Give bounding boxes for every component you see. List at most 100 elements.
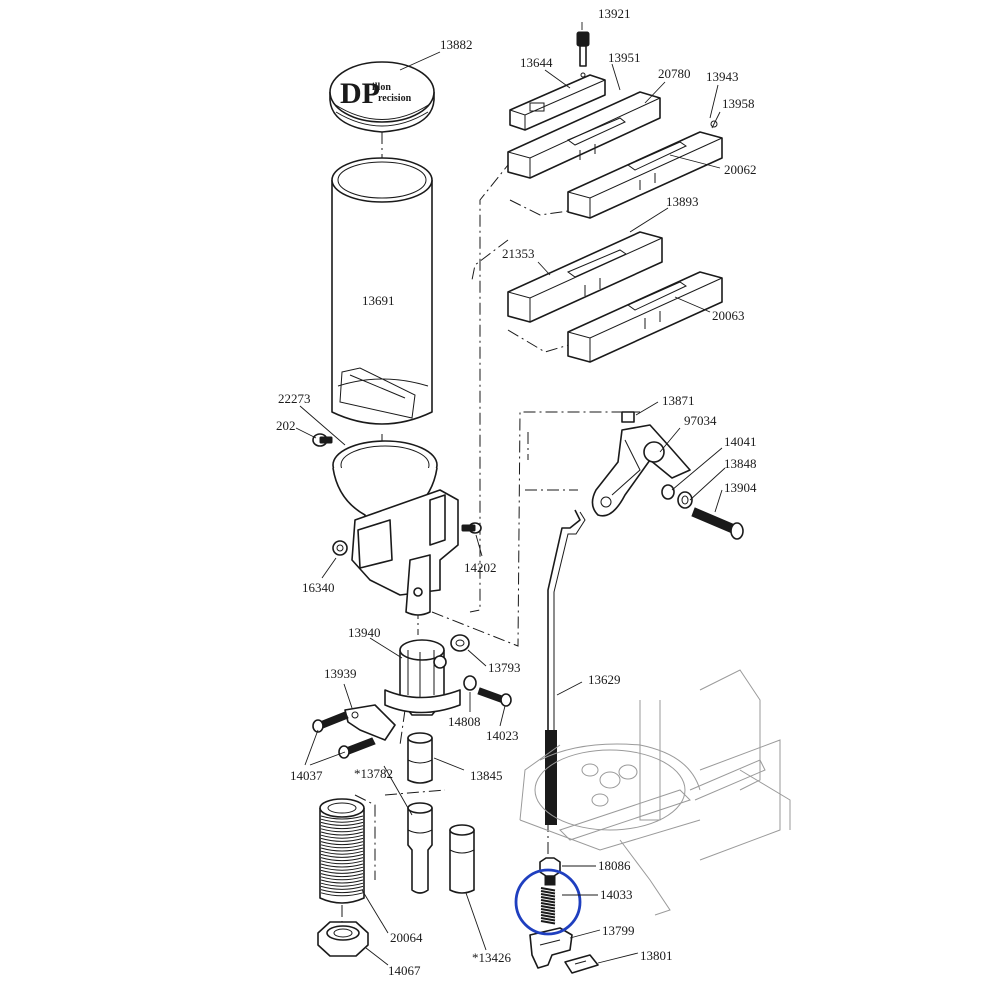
label-14037: 14037 [290,768,323,783]
spring-coil [540,920,556,925]
threaded-body-20064 [319,798,365,904]
label-13940: 13940 [348,625,381,640]
spring-coil [540,896,556,901]
tube-13782 [407,802,433,894]
thread-line [320,873,364,878]
press-frame-ghost [519,669,791,916]
pad-13801 [564,954,599,974]
powder-measure-body-22273 [332,440,459,616]
assembly-centerlines [341,132,640,925]
label-14023: 14023 [486,728,519,743]
label-20063: 20063 [712,308,745,323]
label-20780: 20780 [658,66,691,81]
leader-lines [295,22,726,966]
label-20062: 20062 [724,162,757,177]
spring-coil [540,911,556,916]
tube-13845 [407,732,433,784]
spring-coil [540,893,556,898]
label-13799: 13799 [602,923,635,938]
slide-bar-20062 [567,120,723,219]
label-21353: 21353 [502,246,535,261]
slide-bar-13644 [509,74,606,131]
label-13882: 13882 [440,37,473,52]
bell-crank-97034 [591,411,691,517]
thread-line [320,869,364,874]
thread-line [320,831,364,836]
label-14033: 14033 [600,887,633,902]
part-labels: 13921 13644 13951 20780 13943 13958 2006… [276,6,757,978]
tube-13426 [449,824,475,894]
thread-line [320,818,364,823]
thread-line [320,857,364,862]
label-13793: 13793 [488,660,521,675]
label-14041: 14041 [724,434,757,449]
screws-14037 [312,711,376,759]
label-16340: 16340 [302,580,335,595]
thread-line [320,847,364,852]
knob-16340 [332,540,348,556]
thread-line [320,863,364,868]
label-13629: 13629 [588,672,621,687]
label-13426: *13426 [472,950,512,965]
thread-line [320,850,364,855]
washer-14808 [463,675,477,691]
label-13951: 13951 [608,50,641,65]
thread-line [320,844,364,849]
logo-line2: recision [378,93,412,104]
label-22273: 22273 [278,391,311,406]
spring-coil [540,908,556,913]
label-13893: 13893 [666,194,699,209]
bushing-13793 [450,634,470,652]
thread-line [320,821,364,826]
label-97034: 97034 [684,413,717,428]
spring-14033 [540,887,556,925]
thread-line [320,860,364,865]
label-13845: 13845 [470,768,503,783]
spring-coil [540,899,556,904]
label-13644: 13644 [520,55,553,70]
label-14808: 14808 [448,714,481,729]
spring-coil [540,917,556,922]
slide-bar-21353 [507,231,663,323]
logo-letters: DP [340,77,380,110]
screw-202 [312,433,333,447]
label-13782: *13782 [354,766,393,781]
label-13904: 13904 [724,480,757,495]
spring-coil [540,902,556,907]
label-13921: 13921 [598,6,631,21]
link-rod-13629 [545,509,586,825]
thread-line [320,866,364,871]
die-body-13940 [384,639,461,716]
thread-line [320,892,364,897]
label-20064: 20064 [390,930,423,945]
thread-line [320,882,364,887]
label-13848: 13848 [724,456,757,471]
logo-line1: illon [372,82,391,93]
nut-14067 [317,921,369,957]
hopper-cap-13882: DP illon recision [329,61,435,133]
spring-coil [540,887,556,892]
thread-line [320,828,364,833]
spring-coil [540,914,556,919]
bolt-13904 [691,507,744,540]
thread-line [320,837,364,842]
washer-13848 [677,491,693,509]
slide-bar-13951 [507,91,661,179]
highlight-circle-14033 [514,868,582,936]
thread-line [320,889,364,894]
label-13691: 13691 [362,293,395,308]
thread-line [320,825,364,830]
label-13958: 13958 [722,96,755,111]
spring-coil [540,890,556,895]
screw-13921 [576,31,590,78]
thread-line [320,834,364,839]
label-14067: 14067 [388,963,421,978]
thread-line [320,853,364,858]
thread-line [320,879,364,884]
spring-coil [540,905,556,910]
label-14202: 14202 [464,560,497,575]
washer-14041 [661,484,675,500]
screw-14202 [461,522,482,534]
